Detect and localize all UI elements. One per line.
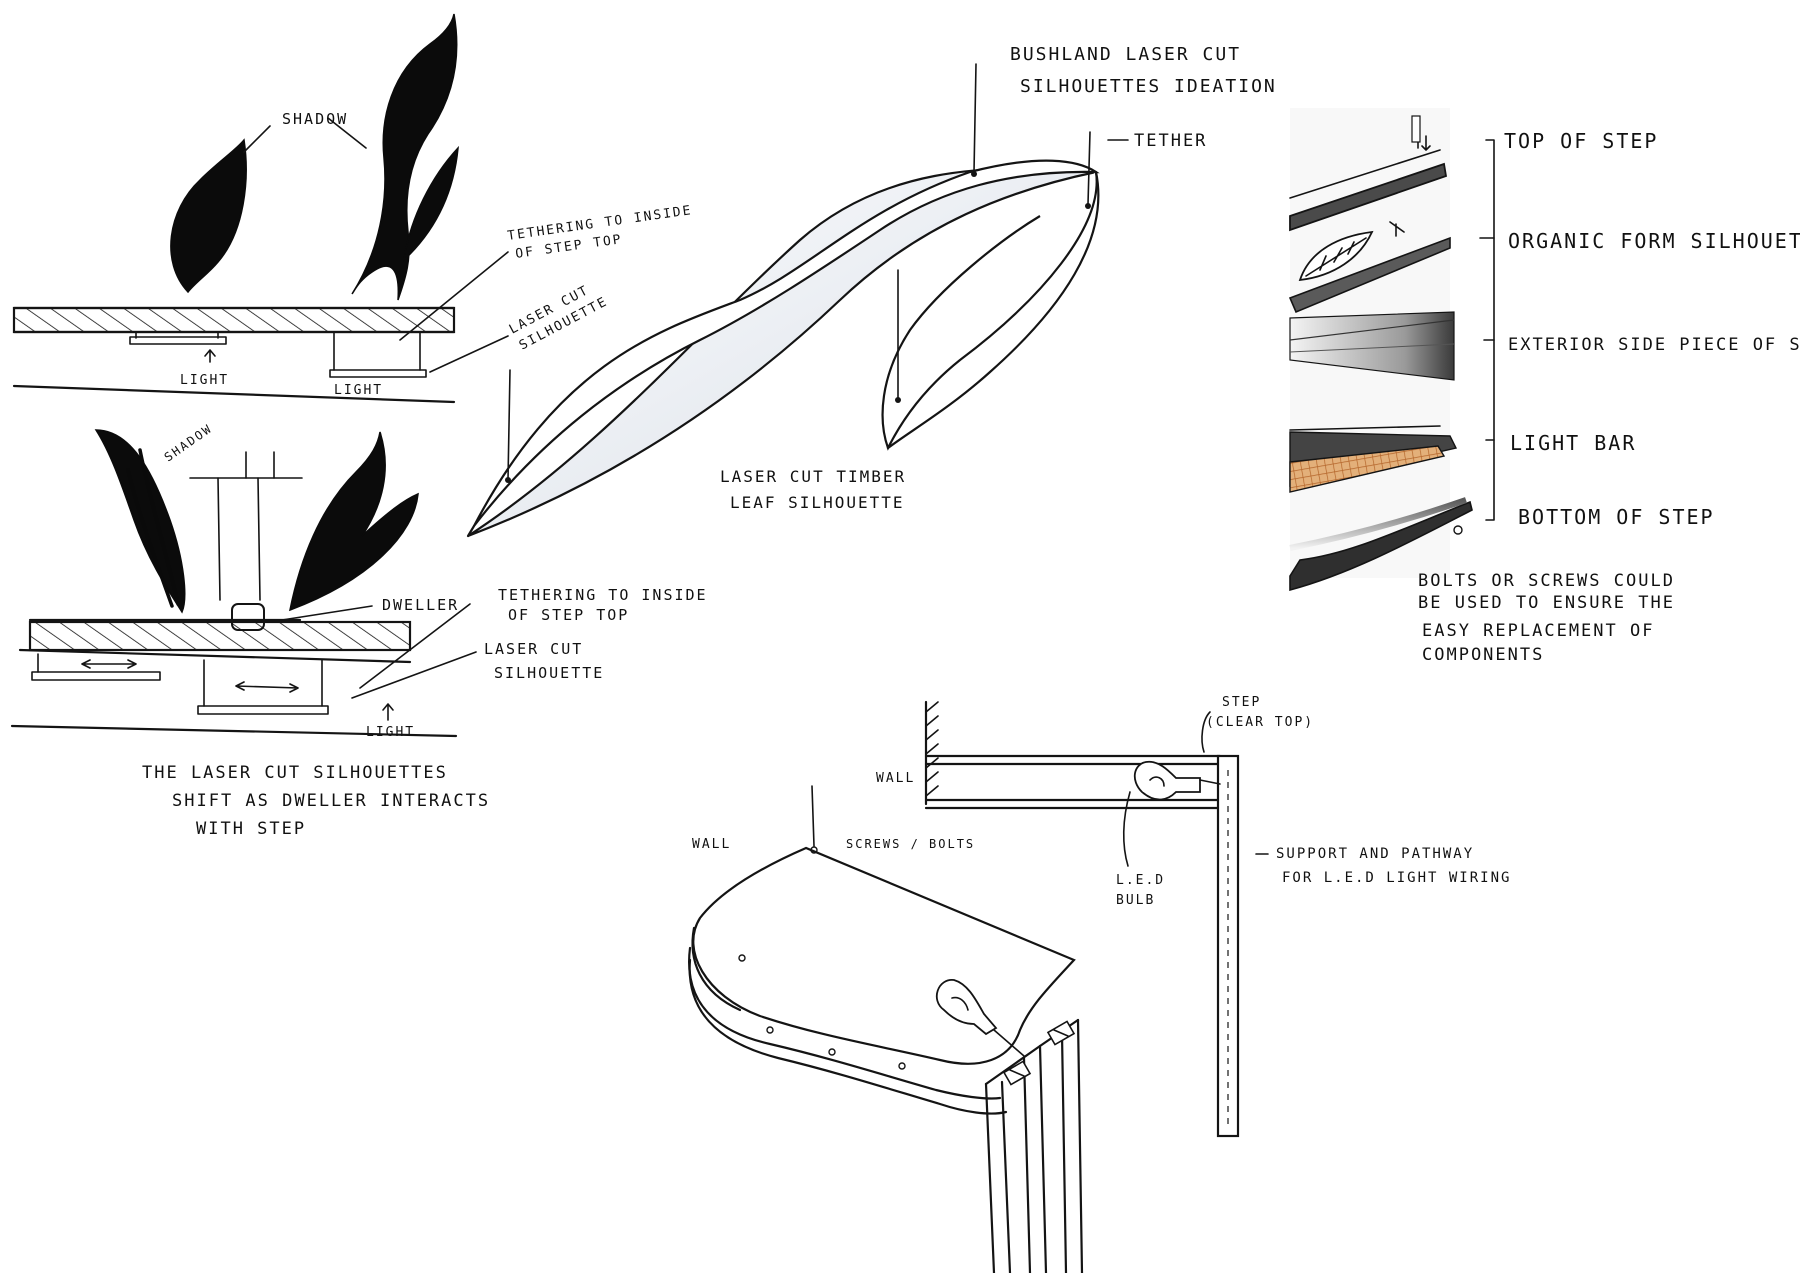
shadow-leaf-large	[351, 13, 458, 301]
top-left-step-diagram: SHADOW LIGHT LIGHT	[12, 13, 459, 404]
label-screws-bolts: SCREWS / BOLTS	[846, 837, 975, 851]
label-bolts-line1: BOLTS OR SCREWS COULD	[1418, 571, 1675, 591]
leaf-silhouette-sketch: TETHERING TO INSIDE OF STEP TOP LASER CU…	[399, 44, 1277, 538]
label-light-2: LIGHT	[334, 383, 383, 398]
dweller-light-2	[197, 705, 329, 715]
label-laser-cut-2-line2: SILHOUETTE	[494, 664, 604, 682]
label-support-line1: SUPPORT AND PATHWAY	[1276, 846, 1474, 862]
wall-section-diagram: WALL L.E.D BULB STEP (CLEAR TOP) SUPPORT…	[876, 695, 1511, 1138]
label-timber-leaf-line1: LASER CUT TIMBER	[720, 467, 906, 486]
shadow-leaf-left	[94, 429, 186, 614]
caption-line2: SHIFT AS DWELLER INTERACTS	[172, 791, 490, 811]
label-wall-right: WALL	[876, 771, 915, 786]
label-tethering-2-line2: OF STEP TOP	[508, 606, 629, 624]
label-organic-form: ORGANIC FORM SILHOUETTE	[1508, 229, 1800, 253]
label-light-bar: LIGHT BAR	[1510, 431, 1636, 455]
label-laser-cut-2-line1: LASER CUT	[484, 640, 583, 658]
step-top-slab	[12, 306, 456, 334]
label-bolts-line4: COMPONENTS	[1422, 645, 1544, 665]
label-bushland-line2: SILHOUETTES IDEATION	[1020, 76, 1277, 97]
label-bolts-line2: BE USED TO ENSURE THE	[1418, 593, 1675, 613]
label-step-line2: (CLEAR TOP)	[1206, 715, 1314, 730]
step-top-surface	[692, 846, 1076, 1065]
label-timber-leaf-line2: LEAF SILHOUETTE	[730, 493, 905, 512]
label-shadow-top: SHADOW	[282, 110, 348, 128]
label-exterior-side: EXTERIOR SIDE PIECE OF STEP	[1508, 335, 1800, 355]
layer-top-of-step	[1289, 162, 1448, 232]
led-bulb	[1133, 760, 1201, 801]
label-wall-left: WALL	[692, 837, 731, 852]
light-strip-1	[129, 336, 227, 345]
caption-line3: WITH STEP	[196, 819, 306, 839]
label-led-line1: L.E.D	[1116, 873, 1165, 888]
label-tether: TETHER	[1134, 131, 1207, 151]
label-top-of-step: TOP OF STEP	[1504, 129, 1658, 153]
label-bushland-line1: BUSHLAND LASER CUT	[1010, 44, 1241, 65]
label-shadow-mid: SHADOW	[162, 421, 215, 464]
layer-organic-form	[1288, 236, 1451, 314]
light-strip-2	[329, 369, 427, 378]
label-bottom-of-step: BOTTOM OF STEP	[1518, 505, 1715, 529]
support-post	[1216, 754, 1240, 1138]
label-tethering-2-line1: TETHERING TO INSIDE	[498, 586, 708, 604]
shadow-leaf-right	[288, 431, 419, 612]
label-light-1: LIGHT	[180, 373, 229, 388]
dweller-step-slab	[28, 620, 412, 652]
label-bolts-line3: EASY REPLACEMENT OF	[1422, 621, 1654, 641]
perspective-step-diagram: WALL SCREWS / BOLTS	[688, 785, 1084, 1273]
shadow-leaf-small	[170, 138, 247, 294]
exploded-layer-diagram: TOP OF STEP ORGANIC FORM SILHOUETTE EXTE…	[1288, 108, 1800, 665]
label-dweller: DWELLER	[382, 596, 459, 614]
layer-bottom-of-step	[1289, 500, 1473, 592]
shadow-leaf-large-branch	[402, 145, 459, 263]
label-step-line1: STEP	[1222, 695, 1261, 710]
label-support-line2: FOR L.E.D LIGHT WIRING	[1282, 870, 1511, 886]
label-light-3: LIGHT	[366, 725, 415, 740]
layer-light-bar	[1289, 445, 1446, 493]
dweller-diagram: SHADOW DWELLER TETHERING TO INSIDE OF ST…	[10, 421, 708, 839]
label-led-line2: BULB	[1116, 893, 1155, 908]
caption-line1: THE LASER CUT SILHOUETTES	[142, 763, 448, 783]
dweller-light-1	[31, 671, 161, 681]
layer-exterior-side	[1289, 311, 1455, 381]
